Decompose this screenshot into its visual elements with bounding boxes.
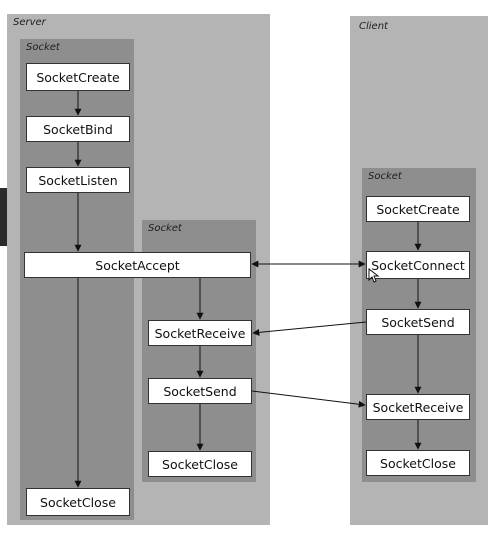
server-socket-listen-node: SocketListen (26, 167, 130, 193)
arrow-inner-send-to-client-receive (251, 390, 366, 408)
arrow-client-send-to-receive (252, 321, 367, 336)
client-socket-create-node: SocketCreate (366, 196, 470, 222)
accepted-socket-send-node: SocketSend (148, 378, 252, 404)
server-panel-title: Server (13, 17, 46, 28)
client-panel-title: Client (359, 21, 388, 32)
client-socket-connect-node: SocketConnect (366, 251, 470, 279)
client-socket-close-node: SocketClose (366, 450, 470, 476)
server-socket-close-node: SocketClose (26, 488, 130, 516)
client-socket-panel-title: Socket (368, 171, 402, 182)
client-socket-receive-node: SocketReceive (366, 394, 470, 420)
server-socket-bind-node: SocketBind (26, 116, 130, 142)
window-edge-tab (0, 188, 8, 246)
server-socket-panel-title: Socket (26, 42, 60, 53)
accepted-socket-receive-node: SocketReceive (148, 320, 252, 346)
mouse-pointer-icon (368, 268, 380, 283)
accepted-socket-panel-title: Socket (148, 223, 182, 234)
server-socket-accept-node: SocketAccept (24, 252, 251, 278)
client-socket-send-node: SocketSend (366, 309, 470, 335)
accepted-socket-close-node: SocketClose (148, 451, 252, 477)
server-socket-create-node: SocketCreate (26, 63, 130, 91)
